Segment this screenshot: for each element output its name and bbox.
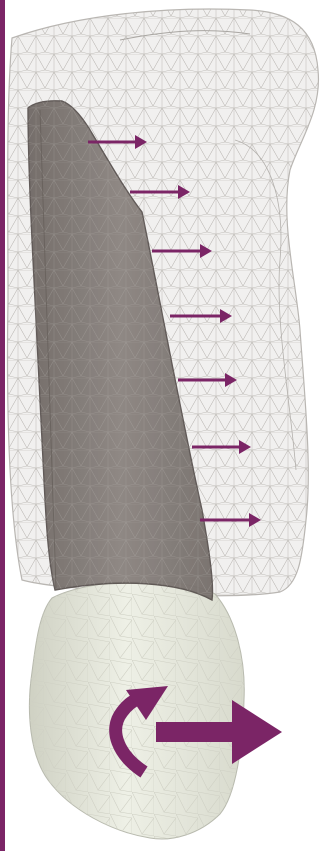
tooth-movement-diagram bbox=[0, 0, 333, 851]
